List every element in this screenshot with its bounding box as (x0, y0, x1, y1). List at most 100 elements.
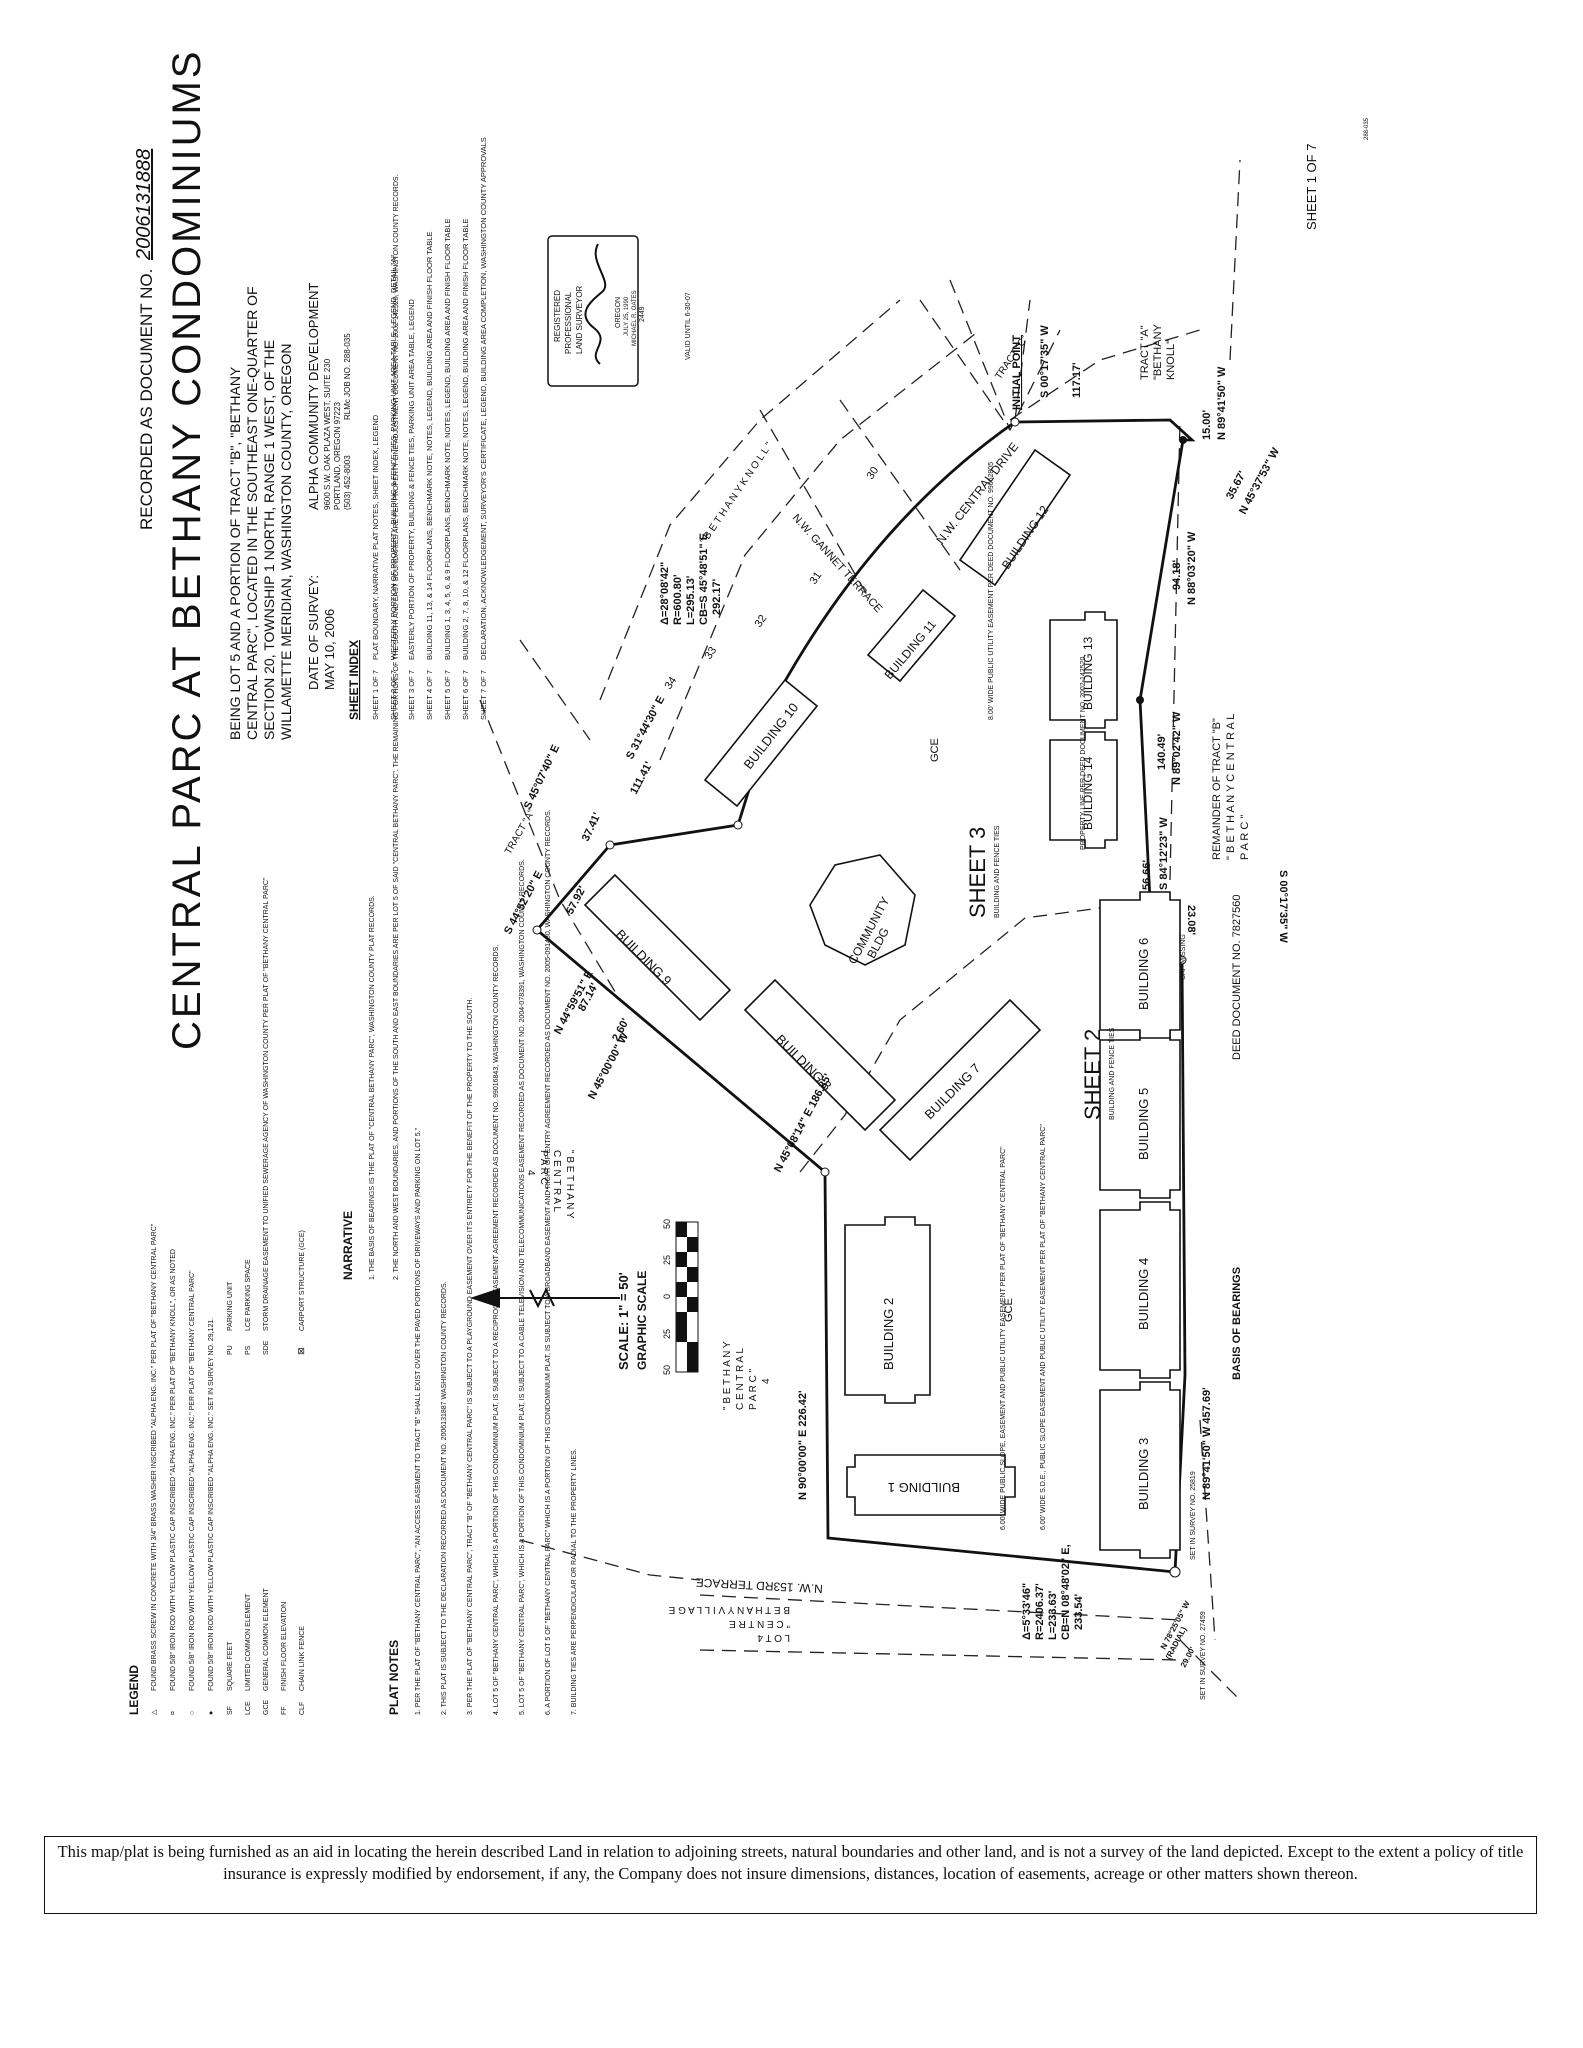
svg-text:L O T 4: L O T 4 (757, 1632, 790, 1643)
plat-sheet: CENTRAL PARC AT BETHANY CONDOMINIUMS REC… (127, 49, 1370, 1715)
svg-text:S 31°44'30" E: S 31°44'30" E (624, 694, 667, 761)
subtitle-line-4: WILLAMETTE MERIDIAN, WASHINGTON COUNTY, … (278, 344, 294, 740)
plat-note-1: 1. PER THE PLAT OF "BETHANY CENTRAL PARC… (415, 1127, 422, 1715)
svg-text:P A R C ": P A R C " (1239, 815, 1251, 860)
svg-text:N 88°03'20" W: N 88°03'20" W (1186, 531, 1198, 605)
stamp-line-2: PROFESSIONAL (564, 291, 573, 354)
recorded-number: 2006131888 (133, 149, 155, 261)
legend-item-3: ○FOUND 5/8" IRON ROD WITH YELLOW PLASTIC… (189, 1270, 196, 1715)
developer-job: RLMc JOB NO. 288-035 (343, 333, 352, 420)
small-notes: 8.00' WIDE PUBLIC UTILITY EASEMENT PER D… (988, 462, 1243, 1700)
svg-text:P A R C ": P A R C " (748, 1368, 759, 1410)
plat-notes: PLAT NOTES 1. PER THE PLAT OF "BETHANY C… (387, 809, 578, 1715)
svg-text:30: 30 (865, 465, 882, 482)
svg-text:SET IN SURVEY NO. 27459: SET IN SURVEY NO. 27459 (1200, 1611, 1207, 1700)
svg-text:BUILDING 5: BUILDING 5 (1136, 1088, 1151, 1160)
svg-text:N 89°02'42" W: N 89°02'42" W (1171, 711, 1183, 785)
svg-text:292.17': 292.17' (711, 578, 723, 615)
building-12: BUILDING 12 (958, 448, 1072, 587)
plat-note-2: 2. THIS PLAT IS SUBJECT TO THE DECLARATI… (441, 1281, 448, 1715)
svg-text:31: 31 (808, 570, 825, 587)
legend-item-9: CLFCHAIN LINK FENCE (299, 1626, 306, 1715)
building-6: BUILDING 6 (1099, 891, 1181, 1039)
svg-text:4: 4 (525, 1170, 536, 1176)
narrative-heading: NARRATIVE (341, 1211, 355, 1280)
svg-text:S 00°17'35" W: S 00°17'35" W (1039, 325, 1051, 398)
svg-text:BUILDING AND FENCE TIES: BUILDING AND FENCE TIES (1109, 1027, 1116, 1120)
legend-item-1: △FOUND BRASS SCREW IN CONCRETE WITH 3/4"… (151, 1223, 158, 1715)
svg-text:8.00' WIDE PUBLIC UTILITY EASE: 8.00' WIDE PUBLIC UTILITY EASEMENT PER D… (988, 462, 995, 720)
legend-item-2: ¤FOUND 5/8" IRON ROD WITH YELLOW PLASTIC… (170, 1249, 177, 1715)
svg-text:S 84°12'23" W: S 84°12'23" W (1158, 817, 1170, 890)
buildings: BUILDING 1 BUILDING 2 BUILDING 3 BUILDIN… (583, 448, 1181, 1559)
sheet-index-5: SHEET 5 OF 7BUILDING 1, 3, 4, 5, 6, & 9 … (443, 218, 452, 720)
svg-text:BASIS OF BEARINGS: BASIS OF BEARINGS (1231, 1267, 1243, 1380)
svg-text:INITIAL POINT: INITIAL POINT (1011, 335, 1023, 410)
gce-label-1: GCE (929, 738, 941, 762)
svg-text:SHEET 2: SHEET 2 (1080, 1029, 1105, 1120)
svg-text:15.00': 15.00' (1201, 409, 1213, 440)
svg-text:34: 34 (663, 675, 680, 692)
svg-text:PROPERTY LINE PER DEED DOCUMEN: PROPERTY LINE PER DEED DOCUMENT NO. 2002… (1080, 657, 1087, 850)
curve-ne-calls: Δ=28°08'42" R=600.80' L=295.13' CB=S 45°… (659, 533, 723, 625)
svg-text:BUILDING 2: BUILDING 2 (881, 1298, 896, 1370)
svg-text:" B E T H A N Y C E N T R A: " B E T H A N Y C E N T R A L (1225, 714, 1237, 860)
svg-text:R=600.80': R=600.80' (672, 574, 684, 625)
building-9: BUILDING 9 (583, 873, 732, 1022)
stamp-line-1: REGISTERED (553, 290, 562, 342)
sheet-index-heading: SHEET INDEX (347, 640, 361, 720)
lot-numbers: 30 31 32 33 34 (663, 465, 882, 692)
building-2: BUILDING 2 (844, 1216, 931, 1404)
svg-text:DEED DOCUMENT NO. 7827560: DEED DOCUMENT NO. 7827560 (1231, 895, 1243, 1060)
svg-text:32: 32 (753, 613, 770, 630)
plat-note-6: 6. A PORTION OF LOT 5 OF "BETHANY CENTRA… (545, 809, 552, 1715)
svg-text:94.18': 94.18' (1171, 559, 1183, 590)
svg-text:23.08': 23.08' (1185, 905, 1197, 936)
bethany-central-parc-tract: " B E T H A N Y C E N T R A L P A R C " … (525, 1150, 575, 1219)
svg-text:BUILDING 1: BUILDING 1 (888, 1480, 960, 1495)
narrative-1: 1. THE BASIS OF BEARINGS IS THE PLAT OF … (369, 895, 376, 1280)
subtitle-line-1: BEING LOT 5 AND A PORTION OF TRACT "B", … (227, 366, 243, 740)
svg-text:S 45°07'40" E: S 45°07'40" E (522, 743, 562, 811)
svg-text:BUILDING 6: BUILDING 6 (1136, 938, 1151, 1010)
scale-tick-3: 0 (662, 1294, 672, 1299)
stamp-date: JULY 25, 1990 (624, 296, 630, 336)
building-4: BUILDING 4 (1099, 1201, 1181, 1379)
plat-notes-heading: PLAT NOTES (387, 1640, 401, 1715)
sheet-ref-2: SHEET 2 BUILDING AND FENCE TIES (1080, 1027, 1116, 1120)
svg-text:CAP MISSING: CAP MISSING (1180, 934, 1187, 980)
sheet-index-1: SHEET 1 OF 7PLAT BOUNDARY, NARRATIVE PLA… (371, 414, 380, 720)
svg-text:BUILDING 14: BUILDING 14 (1081, 756, 1095, 830)
graphic-scale: 50 25 0 25 50 SCALE: 1" = 50' GRAPHIC SC… (616, 1219, 699, 1375)
svg-text:6.00' WIDE S.D.E., PUBLIC SLOP: 6.00' WIDE S.D.E., PUBLIC SLOPE EASEMENT… (1040, 1124, 1047, 1530)
building-7: BUILDING 7 (878, 998, 1042, 1162)
svg-text:111.41': 111.41' (628, 759, 655, 796)
building-13: BUILDING 13 (1049, 611, 1118, 729)
survey-date-label: DATE OF SURVEY: (306, 575, 321, 690)
adjacent-lot-lines (479, 159, 1241, 1701)
svg-text:6.00' WIDE PUBLIC SLOPE, EASEM: 6.00' WIDE PUBLIC SLOPE, EASEMENT AND PU… (1000, 1146, 1007, 1530)
stamp-name: MICHAEL R. OATES (632, 290, 638, 346)
scale-tick-2: 25 (662, 1329, 672, 1339)
sheet-index-7: SHEET 7 OF 7DECLARATION, ACKNOWLEDGEMENT… (479, 137, 488, 720)
building-1: BUILDING 1 (846, 1454, 1016, 1516)
svg-text:REMAINDER OF TRACT "B": REMAINDER OF TRACT "B" (1211, 718, 1223, 860)
svg-text:" B E T H A N Y: " B E T H A N Y (722, 1341, 733, 1410)
plat-note-7: 7. BUILDING TIES ARE PERPENDICULAR OR RA… (571, 1448, 578, 1715)
svg-text:L=295.13': L=295.13' (685, 575, 697, 625)
svg-text:S 00°17'35" W: S 00°17'35" W (1277, 870, 1289, 943)
svg-text:33: 33 (703, 645, 720, 662)
sheet-index-6: SHEET 6 OF 7BUILDING 2, 7, 8, 10, & 12 F… (461, 218, 470, 720)
legend-item-4: ●FOUND 5/8" IRON ROD WITH YELLOW PLASTIC… (208, 1318, 215, 1715)
scale-tick-1: 50 (662, 1365, 672, 1375)
legend-item-carport: ⊠CARPORT STRUCTURE (GCE) (296, 1230, 306, 1355)
legend-item-8: FFFINISH FLOOR ELEVATION (281, 1602, 288, 1715)
stamp-line-3: LAND SURVEYOR (575, 285, 584, 354)
scale-graphic-label: GRAPHIC SCALE (635, 1271, 649, 1370)
legend-item-7: GCEGENERAL COMMON ELEMENT (263, 1587, 270, 1715)
bethany-village: L O T 4 " C E N T R E B E T H A N Y V I … (668, 1604, 790, 1643)
svg-text:BUILDING 13: BUILDING 13 (1081, 636, 1095, 710)
gce-label-2: GCE (1003, 1298, 1015, 1322)
developer-line-1: 9600 S.W. OAK PLAZA WEST, SUITE 230 (323, 358, 332, 510)
tract-a-bethany-knoll: TRACT "A" "BETHANY KNOLL" (1139, 323, 1177, 380)
